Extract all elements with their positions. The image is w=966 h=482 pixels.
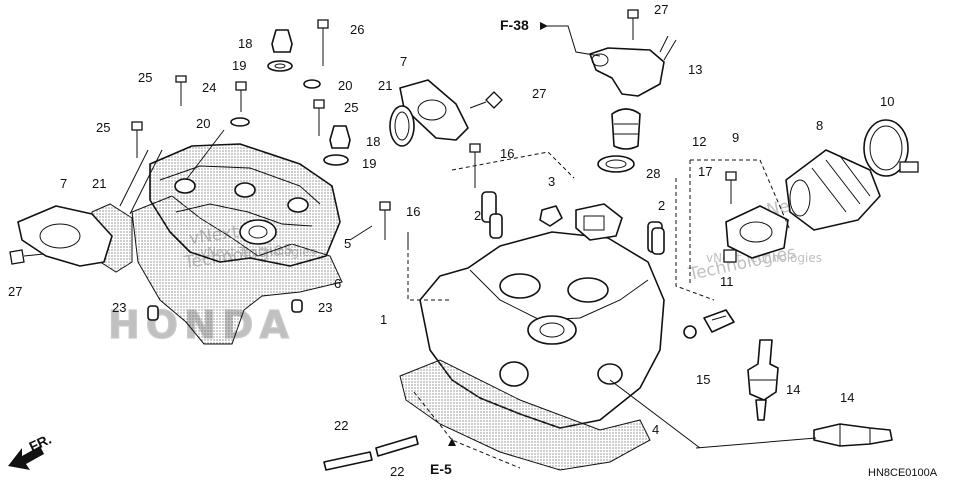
callout-24: 24 [202, 80, 216, 95]
callout-7-left: 7 [60, 176, 67, 191]
cylinder-head-cover [149, 143, 341, 267]
callout-25-right: 25 [344, 100, 358, 115]
diagram-code: HN8CE0100A [868, 467, 938, 479]
intake-plate [389, 79, 503, 147]
callout-19-right: 19 [362, 156, 376, 171]
callout-27-left: 27 [8, 284, 22, 299]
callout-8: 8 [816, 118, 823, 133]
callout-18-right: 18 [366, 134, 380, 149]
head-studs [323, 435, 419, 471]
callout-12: 12 [692, 134, 706, 149]
callout-25-left: 25 [96, 120, 110, 135]
thermostat-housing [589, 9, 665, 173]
callout-21-left: 21 [92, 176, 106, 191]
callout-2-left: 2 [474, 208, 481, 223]
callout-25-top: 25 [138, 70, 152, 85]
front-arrow: FR. [8, 431, 54, 470]
callout-13: 13 [688, 62, 702, 77]
callout-16-left: 16 [406, 204, 420, 219]
callout-9: 9 [732, 130, 739, 145]
callout-14-lying: 14 [840, 390, 854, 405]
callout-7-top: 7 [400, 54, 407, 69]
callout-numbers: 1 2 2 3 4 5 6 7 7 8 9 10 11 12 13 14 14 … [8, 2, 894, 479]
clamp-group [723, 171, 789, 263]
callout-20-left: 20 [196, 116, 210, 131]
intake-boot [785, 119, 919, 231]
cylinder-head-gasket [399, 359, 651, 471]
callout-6: 6 [334, 276, 341, 291]
callout-23-left: 23 [112, 300, 126, 315]
side-cover-left [9, 203, 133, 273]
callout-19-top: 19 [232, 58, 246, 73]
callout-16-top: 16 [500, 146, 514, 161]
callout-17: 17 [698, 164, 712, 179]
callout-4: 4 [652, 422, 659, 437]
ref-f38-arrow [540, 22, 548, 30]
callout-26: 26 [350, 22, 364, 37]
callout-5: 5 [344, 236, 351, 251]
ref-e5-arrow [448, 438, 456, 446]
callout-22-left: 22 [334, 418, 348, 433]
front-arrow-label: FR. [27, 431, 54, 455]
temperature-sensor [683, 309, 735, 339]
ref-f38: F-38 [500, 17, 529, 33]
ref-e5: E-5 [430, 461, 452, 477]
callout-1: 1 [380, 312, 387, 327]
callout-23-right: 23 [318, 300, 332, 315]
small-parts-center [379, 143, 665, 255]
callout-10: 10 [880, 94, 894, 109]
spark-plug-upright [747, 339, 779, 421]
callout-2-right: 2 [658, 198, 665, 213]
spark-plug-lying [813, 423, 893, 447]
callout-21-top: 21 [378, 78, 392, 93]
callout-22-bottom: 22 [390, 464, 404, 479]
callout-27-center: 27 [532, 86, 546, 101]
cover-fasteners [131, 19, 351, 321]
callout-11: 11 [720, 274, 734, 289]
callout-15: 15 [696, 372, 710, 387]
callout-14-upright: 14 [786, 382, 800, 397]
callout-20-right: 20 [338, 78, 352, 93]
callout-18-top: 18 [238, 36, 252, 51]
callout-28: 28 [646, 166, 660, 181]
callout-3: 3 [548, 174, 555, 189]
leader-lines [119, 25, 817, 469]
callout-27-top: 27 [654, 2, 668, 17]
